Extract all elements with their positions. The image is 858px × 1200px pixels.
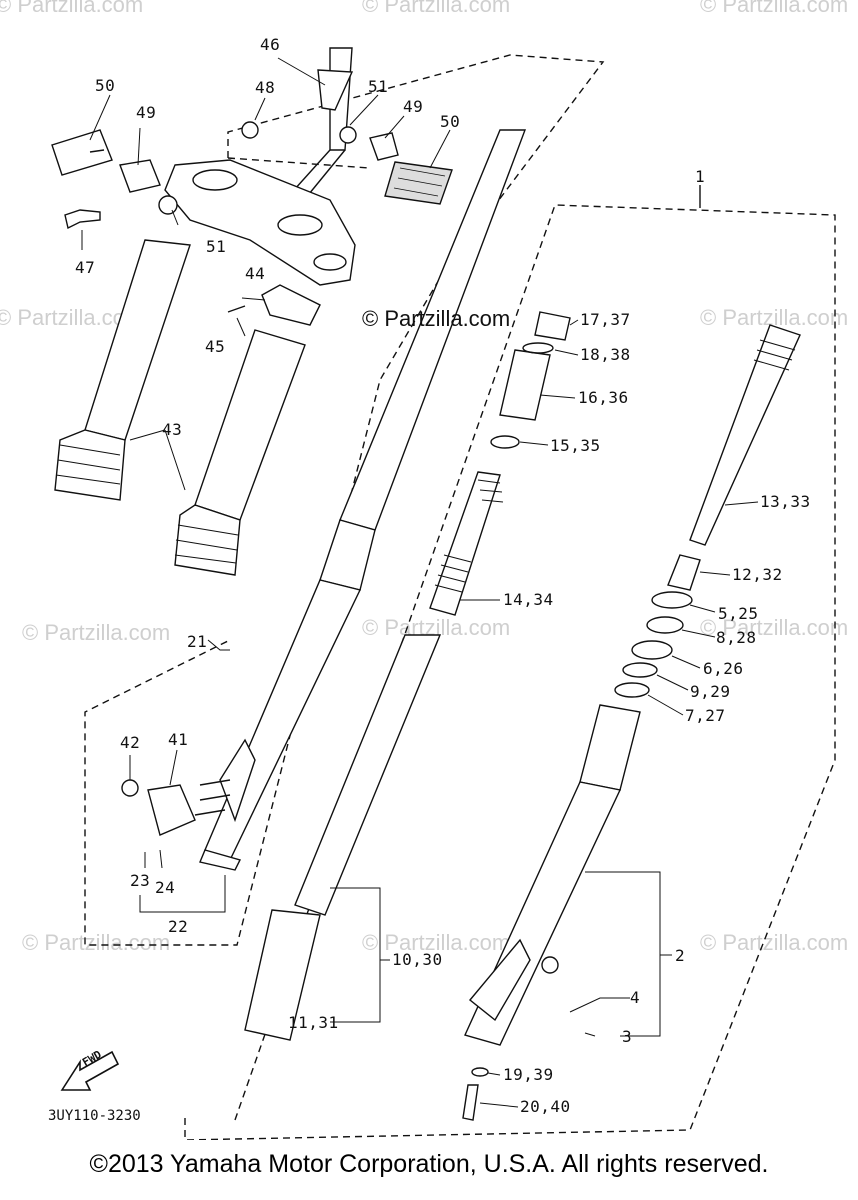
- callout-label: 20,40: [520, 1097, 571, 1116]
- seal-5-25: [651, 591, 693, 609]
- inner-tube: [244, 634, 442, 1041]
- callout-label: 42: [120, 733, 141, 752]
- callout-label: 49: [403, 97, 424, 116]
- diagram-drawing: [51, 47, 836, 1140]
- nut-48: [241, 121, 259, 139]
- callout-label: 4: [630, 988, 641, 1007]
- copyright-footer: ©2013 Yamaha Motor Corporation, U.S.A. A…: [89, 1150, 769, 1178]
- spacer-16-36: [499, 349, 551, 421]
- watermark: © Partzilla.com: [700, 0, 849, 17]
- callout-label: 15,35: [550, 436, 601, 455]
- cap-17-37: [534, 311, 571, 341]
- outer-tube-left: [199, 129, 527, 871]
- callout-label: 17,37: [580, 310, 631, 329]
- callout-label: 1: [695, 167, 706, 186]
- washer-19-39: [471, 1067, 489, 1077]
- callout-label: 49: [136, 103, 157, 122]
- callout-label: 7,27: [685, 706, 726, 725]
- callout-label: 2: [675, 946, 686, 965]
- nut-51-upper: [339, 126, 357, 144]
- ring-7-27: [614, 682, 650, 698]
- watermark: © Partzilla.com: [362, 0, 511, 17]
- callout-label: 47: [75, 258, 96, 277]
- nut-42: [121, 779, 139, 797]
- bolt-47: [64, 209, 101, 230]
- reflector-left: [51, 129, 113, 176]
- watermark: © Partzilla.com: [0, 0, 144, 17]
- callout-label: 11,31: [288, 1013, 339, 1032]
- bracket-49-right: [369, 132, 399, 161]
- diagram-code: 3UY110-3230: [48, 1108, 141, 1124]
- callout-label: 5,25: [718, 604, 759, 623]
- seal-8-28: [646, 616, 684, 634]
- nut-51-lower: [158, 195, 178, 215]
- group-inner-outline: [227, 157, 371, 169]
- steering-bracket: [164, 159, 356, 286]
- callout-label: 41: [168, 730, 189, 749]
- callout-label: 24: [155, 878, 176, 897]
- callout-label: 43: [162, 420, 183, 439]
- fork-boot-right: [174, 329, 306, 576]
- seat-15-35: [490, 435, 520, 449]
- callout-label: 16,36: [578, 388, 629, 407]
- callout-label: 46: [260, 35, 281, 54]
- ring-18-38: [522, 342, 554, 354]
- callout-label: 6,26: [703, 659, 744, 678]
- ring-9-29: [622, 662, 658, 678]
- callout-label: 21: [187, 632, 208, 651]
- callout-label: 44: [245, 264, 266, 283]
- watermark: © Partzilla.com: [700, 930, 849, 955]
- callout-label: 48: [255, 78, 276, 97]
- damper-rod: [689, 324, 801, 546]
- callout-label: 45: [205, 337, 226, 356]
- watermark: © Partzilla.com: [22, 620, 171, 645]
- group-21-outline: [84, 54, 605, 946]
- cable-guide-44: [261, 284, 321, 326]
- callout-label: 14,34: [503, 590, 554, 609]
- watermark: © Partzilla.com: [362, 930, 511, 955]
- fwd-arrow: [60, 1050, 120, 1091]
- seal-6-26: [631, 640, 673, 660]
- callout-label: 3: [622, 1027, 633, 1046]
- callout-label: 50: [440, 112, 461, 131]
- steering-stem: [284, 47, 354, 206]
- piece-12-32: [667, 554, 701, 591]
- bracket-49-left: [119, 159, 161, 193]
- bolt-20-40: [462, 1084, 479, 1121]
- screw-45: [227, 305, 246, 313]
- watermark: © Partzilla.com: [700, 615, 849, 640]
- group-1-outline: [184, 204, 836, 1140]
- outer-tube-right: [464, 704, 641, 1046]
- fork-spring: [429, 471, 504, 616]
- callout-label: 22: [168, 917, 189, 936]
- callout-label: 13,33: [760, 492, 811, 511]
- callout-label: 18,38: [580, 345, 631, 364]
- callout-label: 51: [368, 77, 389, 96]
- callout-label: 50: [95, 76, 116, 95]
- callout-label: 51: [206, 237, 227, 256]
- callout-label: 23: [130, 871, 151, 890]
- fork-boot-left: [54, 239, 191, 501]
- axle-holder-41: [147, 784, 196, 836]
- center-watermark: © Partzilla.com: [362, 306, 511, 331]
- watermark: © Partzilla.com: [22, 930, 171, 955]
- callout-label: 9,29: [690, 682, 731, 701]
- reflector-right: [384, 161, 453, 205]
- callout-label: 19,39: [503, 1065, 554, 1084]
- callout-label: 12,32: [732, 565, 783, 584]
- callout-label: 8,28: [716, 628, 757, 647]
- callout-label: 10,30: [392, 950, 443, 969]
